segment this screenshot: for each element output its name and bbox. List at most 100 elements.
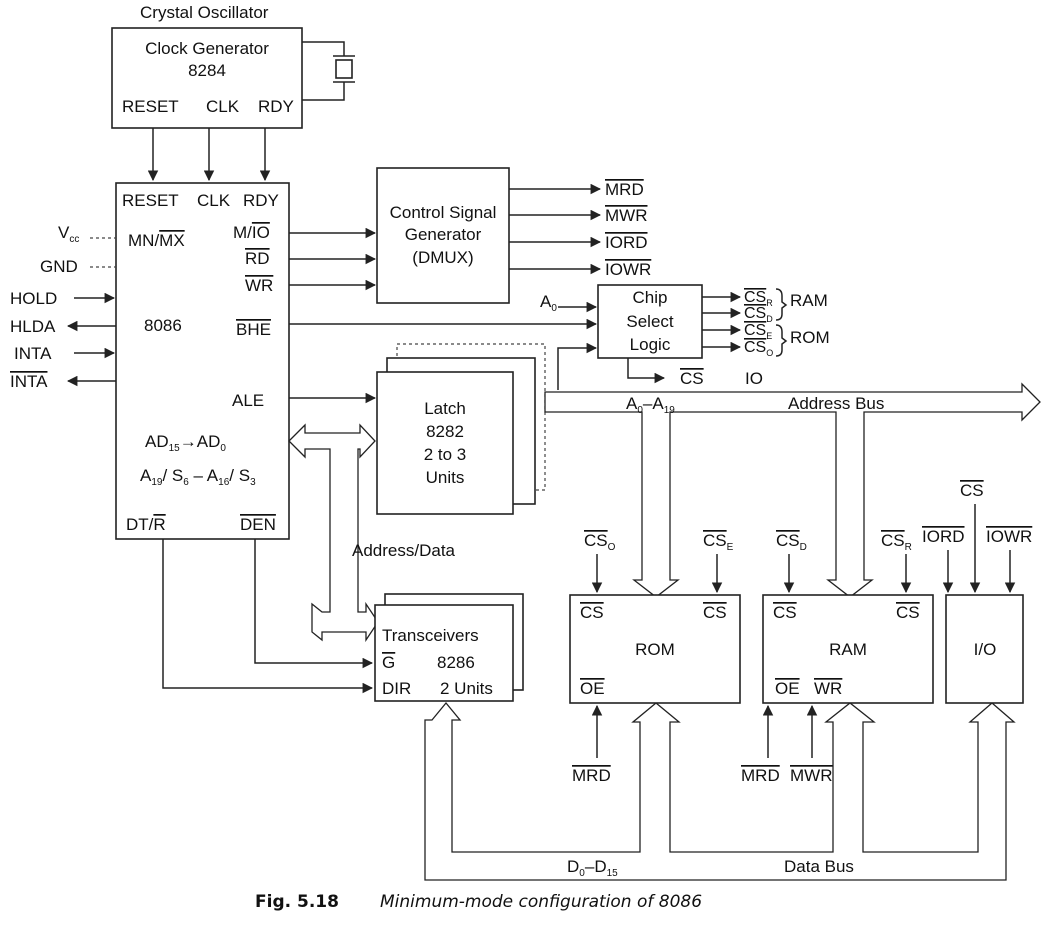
ram-brace [775, 288, 788, 321]
csl-rom-label: ROM [790, 328, 830, 347]
cpu-pin-clk: CLK [197, 191, 231, 210]
io-cs-label: CS [960, 481, 984, 500]
csl-out-csd: CSD [744, 305, 773, 324]
csg-out-mrd: MRD [605, 180, 644, 199]
ram-block [762, 594, 934, 704]
cpu-pin-bhe: BHE [236, 320, 271, 339]
cpu-pin-mn-mx: MN/MX [128, 231, 185, 250]
address-bus-range: A0–A19 [626, 394, 675, 416]
latch-line-4: Units [426, 468, 465, 487]
csl-line-2: Select [626, 312, 674, 331]
dtr-to-dir-arrow [162, 539, 374, 694]
address-data-bus-arrow [288, 423, 379, 643]
clock-pin-clk: CLK [206, 97, 240, 116]
crystal-oscillator-title: Crystal Oscillator [140, 3, 269, 22]
rom-block [569, 594, 741, 704]
clock-generator-part: 8284 [188, 61, 226, 80]
ram-mwr-label: MWR [790, 766, 832, 785]
inta-out-label: INTA [10, 372, 48, 391]
transceiver-pin-g: G [382, 653, 395, 672]
transceiver-8286-block [374, 604, 514, 702]
control-signal-generator-block [376, 167, 510, 304]
cpu-pin-rd: RD [245, 249, 270, 268]
io-name: I/O [974, 640, 997, 659]
csl-ram-label: RAM [790, 291, 828, 310]
csg-out-mwr: MWR [605, 206, 647, 225]
hold-label: HOLD [10, 289, 57, 308]
figure-caption-number: Fig. 5.18 [255, 892, 339, 912]
inta-in-label: INTA [14, 344, 52, 363]
latch-line-3: 2 to 3 [424, 445, 467, 464]
cpu-pin-ale: ALE [232, 391, 264, 410]
cpu-8086-block [115, 182, 290, 540]
latch-line-2: 8282 [426, 422, 464, 441]
csl-out-cse: CSE [744, 322, 772, 341]
vcc-label: Vcc [58, 223, 79, 245]
a0-label: A0 [540, 292, 557, 314]
cpu-pin-dt-r: DT/R [126, 515, 166, 534]
gnd-label: GND [40, 257, 78, 276]
csg-line-2: Generator [405, 225, 482, 244]
cpu-pin-den: DEN [240, 515, 276, 534]
data-bus-arrow [424, 701, 1016, 881]
latch-line-1: Latch [424, 399, 466, 418]
cpu-name: 8086 [144, 316, 182, 335]
transceiver-units: 2 Units [440, 679, 493, 698]
figure-caption-text: Minimum-mode configuration of 8086 [380, 892, 702, 912]
csg-out-iowr: IOWR [605, 260, 651, 279]
csg-line-3: (DMUX) [412, 248, 473, 267]
rom-in-cs-o: CSO [584, 531, 616, 553]
ram-pin-oe: OE [775, 679, 800, 698]
addr-to-csl-arrow [557, 342, 598, 390]
hlda-label: HLDA [10, 317, 56, 336]
csl-cs-out: CS [680, 369, 704, 388]
cpu-pin-a-s: A19/ S6 – A16/ S3 [140, 466, 256, 488]
io-iowr-label: IOWR [986, 527, 1032, 546]
ram-mrd-label: MRD [741, 766, 780, 785]
csl-io-label: IO [745, 369, 763, 388]
data-bus-range: D0–D15 [567, 857, 618, 879]
csl-line-3: Logic [630, 335, 671, 354]
io-iord-label: IORD [922, 527, 965, 546]
latch-8282-block [376, 371, 514, 515]
transceiver-title: Transceivers [382, 626, 479, 645]
clock-generator-block [111, 27, 303, 129]
ram-in-cs-r: CSR [881, 531, 912, 553]
chip-select-logic-block [597, 284, 703, 359]
csl-out-csr: CSR [744, 289, 773, 308]
rom-mrd-label: MRD [572, 766, 611, 785]
csg-out-iord: IORD [605, 233, 648, 252]
cs-io-arrow [627, 358, 666, 384]
rom-in-cs-e: CSE [703, 531, 734, 553]
io-block [945, 594, 1024, 704]
cpu-pin-reset: RESET [122, 191, 179, 210]
cpu-pin-m-io: M/IO [233, 223, 270, 242]
den-to-g-arrow [254, 539, 374, 669]
address-bus-label: Address Bus [788, 394, 884, 413]
csg-line-1: Control Signal [390, 203, 497, 222]
rom-pin-cs-left: CS [580, 603, 604, 622]
cpu-pin-wr: WR [245, 276, 273, 295]
rom-brace [775, 324, 788, 357]
ram-pin-cs-left: CS [773, 603, 797, 622]
clock-pin-reset: RESET [122, 97, 179, 116]
rom-pin-cs-right: CS [703, 603, 727, 622]
cpu-pin-ad: AD15→AD0 [145, 432, 226, 454]
clock-generator-name: Clock Generator [145, 39, 269, 58]
transceiver-part: 8286 [437, 653, 475, 672]
csl-line-1: Chip [633, 288, 668, 307]
cpu-pin-rdy: RDY [243, 191, 279, 210]
data-bus-label: Data Bus [784, 857, 854, 876]
rom-pin-oe: OE [580, 679, 605, 698]
rom-name: ROM [635, 640, 675, 659]
ram-pin-cs-right: CS [896, 603, 920, 622]
ram-pin-wr: WR [814, 679, 842, 698]
ram-in-cs-d: CSD [776, 531, 807, 553]
clock-pin-rdy: RDY [258, 97, 294, 116]
address-bus-arrow [544, 382, 1041, 598]
ram-name: RAM [829, 640, 867, 659]
transceiver-pin-dir: DIR [382, 679, 411, 698]
csl-out-cso: CSO [744, 339, 773, 358]
crystal-icon [302, 41, 355, 101]
